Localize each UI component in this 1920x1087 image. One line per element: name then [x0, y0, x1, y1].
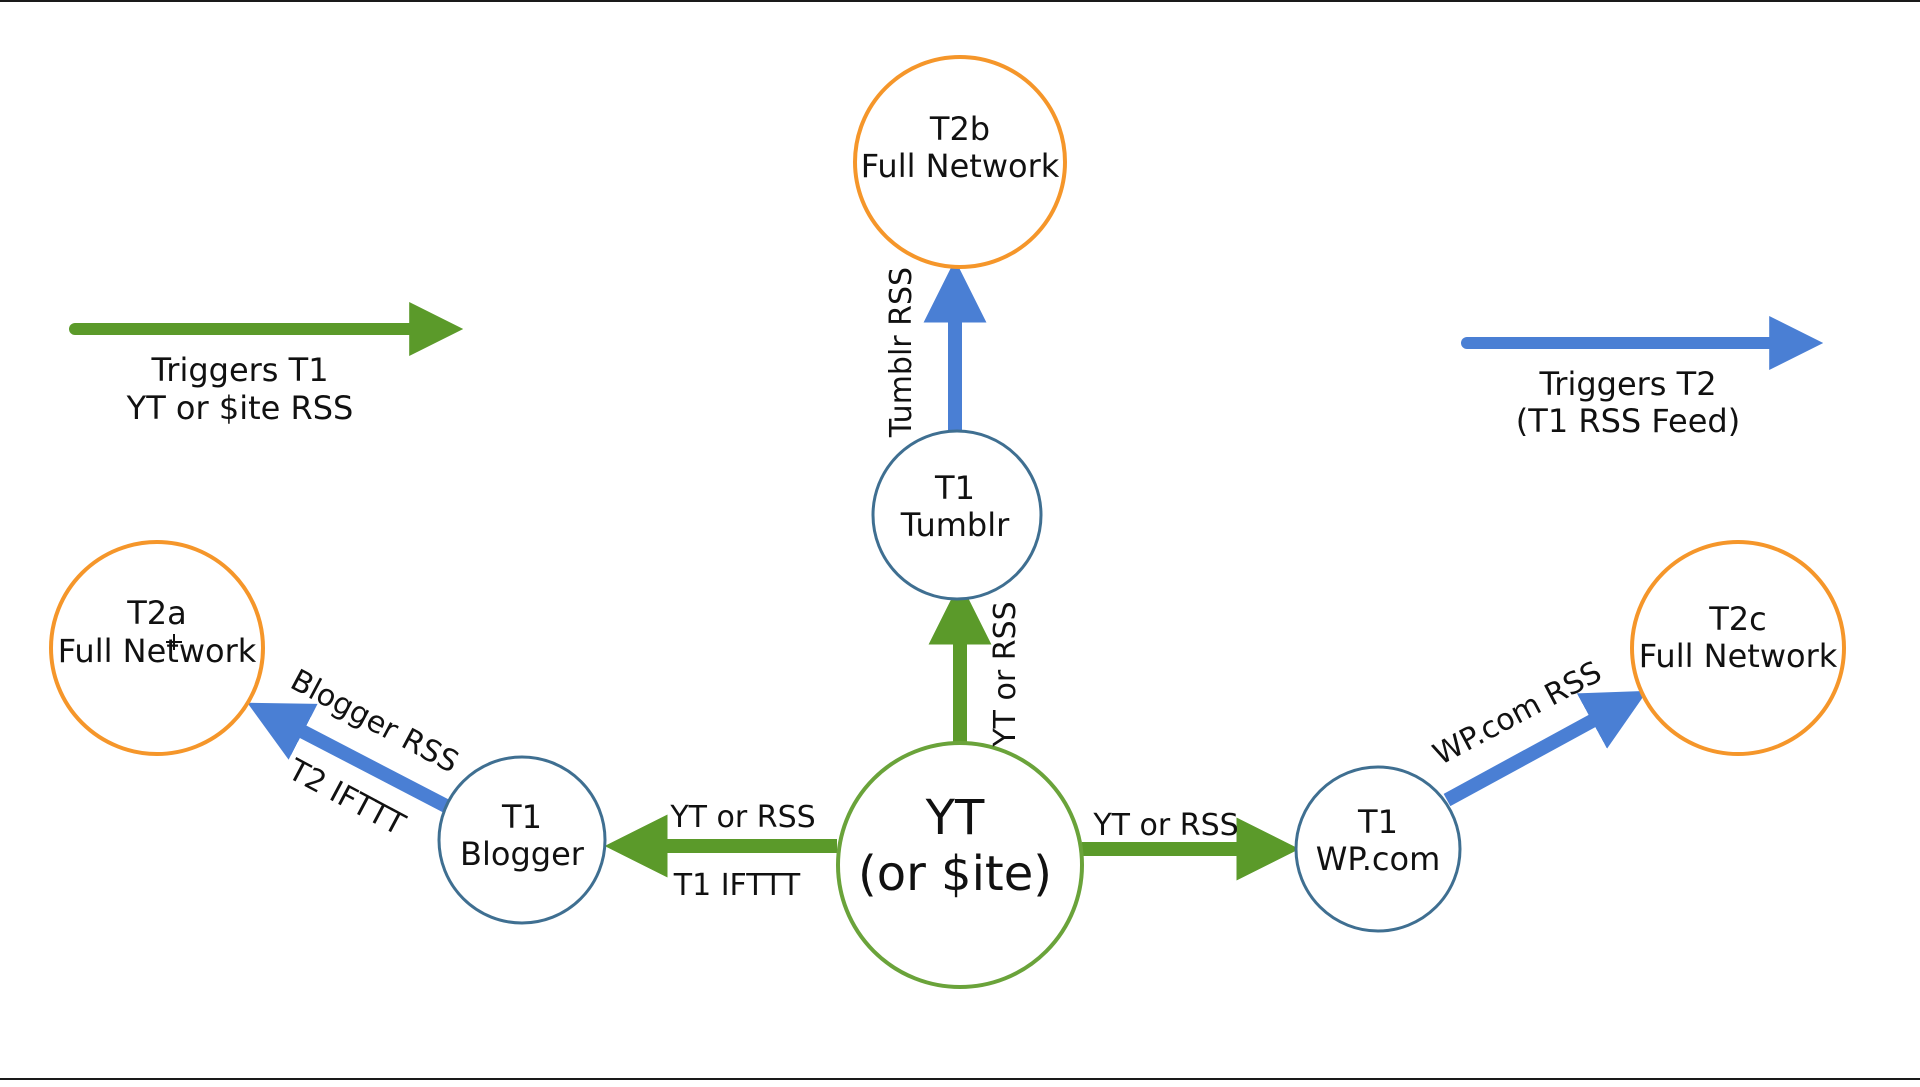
- node-hub-label1: YT: [925, 790, 985, 846]
- node-t2b-label2: Full Network: [861, 147, 1060, 185]
- node-t2a-label1: T2a: [126, 594, 187, 632]
- arrow-wpcom-to-t2c: [1443, 690, 1648, 807]
- node-t2a: [49, 540, 265, 756]
- node-t2c: [1630, 540, 1846, 756]
- node-wpcom: [1294, 765, 1462, 933]
- cursor-icon: [166, 634, 182, 650]
- edge-label-hub-to-blogger-bottom: T1 IFTTT: [673, 868, 801, 903]
- edge-label-blogger-to-t2a-bottom: T2 IFTTT: [282, 752, 412, 843]
- edge-label-tumblr-to-t2b: Tumblr RSS: [884, 267, 919, 438]
- node-tumblr-label2: Tumblr: [900, 506, 1010, 544]
- node-t2a-label2: Full Network: [58, 632, 257, 670]
- node-blogger-label2: Blogger: [460, 835, 585, 873]
- node-tumblr: [871, 429, 1043, 601]
- arrow-blogger-to-t2a: [247, 702, 450, 813]
- node-hub-label2: (or $ite): [858, 846, 1052, 902]
- node-hub: [836, 741, 1084, 989]
- legend-blue-line1: Triggers T2: [1538, 365, 1716, 403]
- node-tumblr-label1: T1: [934, 469, 975, 507]
- node-t2c-label2: Full Network: [1639, 637, 1838, 675]
- node-blogger: [437, 755, 607, 925]
- legend-blue-line2: (T1 RSS Feed): [1516, 402, 1740, 440]
- node-t2b: [853, 55, 1067, 269]
- edge-label-hub-to-wpcom: YT or RSS: [1092, 808, 1238, 843]
- legend-green-line2: YT or $ite RSS: [126, 389, 354, 427]
- node-t2c-label1: T2c: [1708, 600, 1767, 638]
- node-t2b-label1: T2b: [929, 110, 990, 148]
- node-blogger-label1: T1: [501, 798, 542, 836]
- edge-label-hub-to-blogger-top: YT or RSS: [669, 800, 815, 835]
- node-wpcom-label2: WP.com: [1316, 840, 1440, 878]
- edge-label-hub-to-tumblr: YT or RSS: [988, 601, 1023, 747]
- legend-green-line1: Triggers T1: [150, 351, 328, 389]
- node-wpcom-label1: T1: [1357, 803, 1398, 841]
